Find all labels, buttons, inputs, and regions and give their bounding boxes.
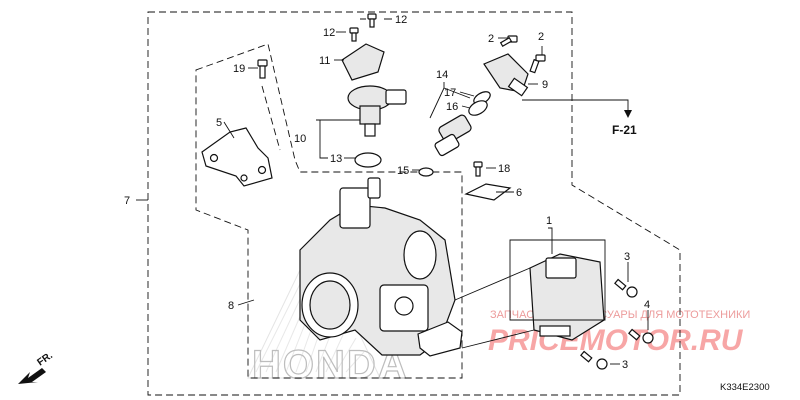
diagram-code: K334E2300	[720, 382, 770, 393]
leader-lines	[136, 18, 649, 365]
screw-12-right	[367, 13, 377, 28]
callout-4: 4	[644, 299, 650, 311]
sub-assembly-boundary-dashed	[195, 43, 463, 379]
bolt-2-upper	[499, 35, 518, 48]
shop-caption-watermark: ЗАПЧАСТИ И АКСЕССУАРЫ ДЛЯ МОТОТЕХНИКИ	[490, 309, 750, 321]
callout-15: 15	[397, 165, 409, 177]
bracket-5	[201, 127, 273, 187]
injector-9-nozzle	[507, 77, 529, 97]
bolt-19-dashed-lead	[261, 85, 281, 151]
front-arrow-icon	[18, 368, 46, 384]
reference-label: F-21	[612, 123, 637, 137]
retainer-6	[464, 183, 512, 201]
callout-10: 10	[294, 133, 306, 145]
assembly-boundary-dashed	[147, 11, 681, 396]
callout-16: 16	[446, 101, 458, 113]
o-ring-15	[418, 167, 434, 177]
bolt-19	[257, 59, 268, 79]
throttle-body-8	[299, 177, 456, 356]
gasket	[417, 321, 463, 357]
reference-arrow	[522, 99, 632, 118]
front-marker-label: FR.	[35, 350, 55, 368]
sensor-unit-frame	[509, 239, 606, 321]
holder-plate-11	[341, 43, 385, 81]
callout-6: 6	[516, 187, 522, 199]
callout-3-lower: 3	[622, 359, 628, 371]
callout-14: 14	[436, 69, 448, 81]
screw-3-lower	[580, 350, 608, 370]
screw-4	[628, 328, 654, 344]
seal-16	[468, 100, 488, 116]
callout-18: 18	[498, 163, 510, 175]
callout-5: 5	[216, 117, 222, 129]
callout-12-left: 12	[323, 27, 335, 39]
callout-7: 7	[124, 195, 130, 207]
sensor-mount-lines	[454, 267, 535, 349]
callout-3-upper: 3	[624, 251, 630, 263]
callout-8: 8	[228, 300, 234, 312]
callout-2-right: 2	[538, 31, 544, 43]
screw-18	[473, 161, 483, 177]
callout-13: 13	[330, 153, 342, 165]
bolt-2-lower	[529, 54, 546, 74]
o-ring-13	[354, 152, 382, 168]
callout-1: 1	[546, 215, 552, 227]
callout-2-left: 2	[488, 33, 494, 45]
idle-air-control-valve-10	[347, 85, 407, 137]
injector-body-14	[434, 114, 472, 157]
callout-9: 9	[542, 79, 548, 91]
callout-12-right: 12	[395, 14, 407, 26]
callout-19: 19	[233, 63, 245, 75]
shop-logo-watermark: PRICEMOTOR.RU	[488, 324, 744, 357]
sensor-unit-1	[529, 253, 605, 341]
callout-17: 17	[444, 87, 456, 99]
screw-3-upper	[614, 278, 638, 298]
callout-11: 11	[319, 55, 330, 67]
screw-12-left	[349, 27, 359, 42]
